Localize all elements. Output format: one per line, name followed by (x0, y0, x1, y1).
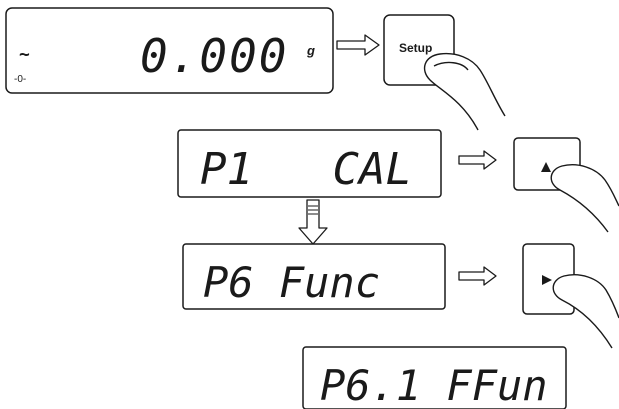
arrow-right-1 (336, 34, 380, 56)
finger-icon (552, 274, 619, 349)
menu-display-p6-1 (302, 346, 567, 409)
weight-value: 0.000 (140, 29, 288, 83)
stable-indicator: ~ (19, 44, 30, 65)
arrow-right-2 (458, 150, 497, 170)
weighing-display-frame (5, 7, 334, 94)
triangle-right-icon (542, 275, 552, 285)
weighing-display: ~ -0- 0.000 g (5, 7, 334, 94)
menu-display-p6 (182, 243, 446, 310)
zero-indicator: -0- (14, 74, 26, 85)
arrow-down (298, 199, 328, 245)
setup-key-label: Setup (399, 41, 432, 55)
menu-display-p1 (177, 129, 442, 198)
finger-icon (423, 52, 506, 131)
menu-display-p1-text: P1 CAL (200, 144, 412, 195)
arrow-right-3 (458, 266, 497, 286)
menu-display-p6-text: P6 Func (203, 258, 380, 307)
menu-display-p6-1-text: P6.1 FFun (320, 361, 548, 409)
unit-label: g (306, 43, 315, 58)
finger-icon (550, 164, 619, 233)
triangle-up-icon (541, 162, 551, 172)
